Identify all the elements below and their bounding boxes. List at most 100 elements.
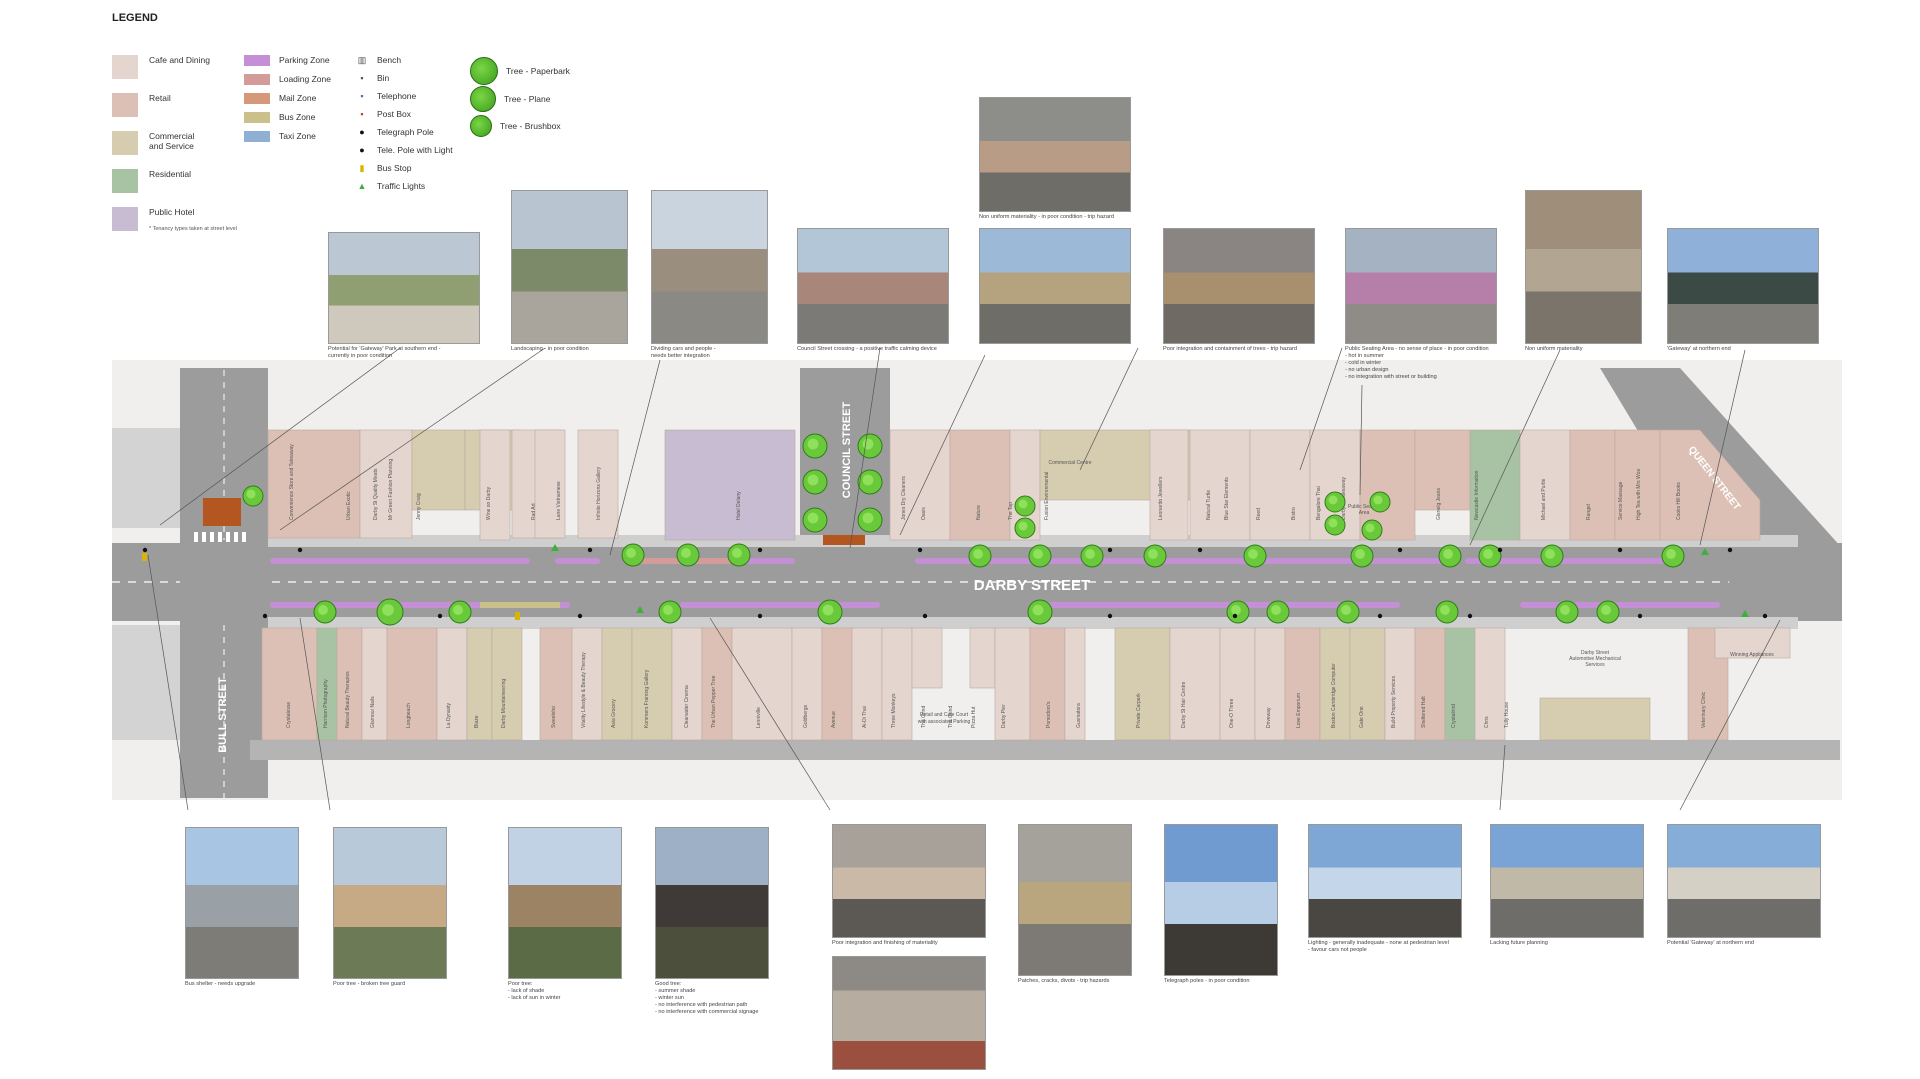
shop-name-label: Gate One [1359,706,1365,728]
traffic-lights-icon [551,544,559,551]
shop-name-label: Sheltered Halt [1421,696,1427,728]
shop-name-label: Lane Vietnamese [556,481,562,520]
shop-name-label: Chris [1484,716,1490,728]
south-building [969,627,996,689]
tree-highlight [1440,605,1450,615]
zone-swatch [244,93,270,104]
shop-name-label: The Grind [921,706,927,728]
tenancy-label: Public Hotel [149,207,195,217]
shop-name-label: Kommers Framing Gallery [644,669,650,728]
tree-icon [470,86,496,112]
south-building [386,627,438,741]
top-photo-caption: Dividing cars and people - needs better … [651,346,716,359]
top-photo-caption: Council Street crossing - a positive tra… [797,346,937,352]
bottom-photo-caption: Bus shelter - needs upgrade [185,981,256,987]
shop-name-label: The Tap [1008,502,1014,520]
leader-line [899,354,986,536]
tree-highlight [807,512,819,524]
telegraph-pole-icon [1107,547,1113,553]
shop-name-label: Darby Pier [1001,704,1007,728]
south-building [336,627,363,741]
top-photo [797,228,949,344]
bottom-photo-caption: Poor tree - broken tree guard [333,981,406,987]
tree-highlight [1248,549,1258,559]
symbol-label: Tele. Pole with Light [377,145,453,155]
traffic-lights-icon [1701,548,1709,555]
bus-zone [480,602,560,608]
shop-name-label: Cooks Hill Books [1676,482,1682,520]
bin-icon: ▪ [360,73,364,83]
tenancy-label: Residential [149,169,192,179]
tree-highlight [1666,549,1676,559]
south-building [491,627,523,741]
leader-line [1699,349,1746,546]
north-building [534,429,566,539]
south-building [791,627,823,741]
south-building [361,627,388,741]
top-photo-caption: Landscaping - in poor condition [511,346,589,352]
tree-label: Tree - Plane [504,94,551,104]
symbol-label: Bench [377,55,402,65]
tree-highlight [663,605,673,615]
tenancy-label: Cafe and Dining [149,55,210,65]
shop-name-label: Service Massage [1618,481,1624,520]
legend-symbol-item: ●Tele. Pole with Light [355,145,453,155]
legend-tenancy-item: Retail [112,93,171,117]
south-building [1064,627,1086,741]
leader-line [1679,619,1781,811]
tree-highlight [862,438,874,450]
shop-name-label: Wine on Darby [486,486,492,520]
leader-line [1079,347,1139,471]
shop-name-label: Nature [976,505,982,520]
bus-stop-icon [142,553,147,561]
tree-highlight [1231,605,1241,615]
crossing-stripe [234,532,238,542]
tree-highlight [807,474,819,486]
bottom-photo-caption: Poor tree: - lack of shade - lack of sun… [508,981,561,1001]
shop-name-label: Blaze [474,715,480,728]
south-building [1474,627,1506,741]
shop-name-label: One-O Three [1229,698,1235,728]
bottom-photo [508,827,622,979]
tree-highlight [1341,605,1351,615]
auto-services-label: Services [1585,662,1605,668]
top-photo-caption: Potential for 'Gateway' Park at southern… [328,346,441,359]
tree-highlight [822,604,834,616]
tree-highlight [318,605,328,615]
tree-highlight [1148,549,1158,559]
tenancy-swatch [112,169,138,193]
council-street-label: COUNCIL STREET [841,402,853,499]
legend-tenancy-item: Public Hotel [112,207,194,231]
bottom-photo [333,827,447,979]
tenancy-swatch [112,93,138,117]
tree-highlight [382,604,394,616]
tenancy-label: Retail [149,93,171,103]
zone-swatch [244,55,270,66]
telegraph-pole-icon [577,613,583,619]
top-photo [328,232,480,344]
top-photo-caption: 'Gateway' at northern end [1667,346,1731,352]
south-building [1219,627,1256,741]
tree-label: Tree - Paperbark [506,66,570,76]
shop-name-label: Longbeach [406,703,412,728]
tree-highlight [1560,605,1570,615]
bull-street-label: BULL STREET [217,677,229,753]
bottom-photo-caption: Poor integration and finishing of materi… [832,940,938,946]
parking-zone [1030,602,1400,608]
legend-symbol-item: ▲Traffic Lights [355,181,426,191]
bottom-photo [1667,824,1821,938]
shop-name-label: Bistro [1291,507,1297,520]
legend-tree-item: Tree - Brushbox [470,115,561,137]
tenancy-swatch [112,55,138,79]
bottom-photo-caption: Lacking future planning [1490,940,1548,946]
north-building [1149,429,1189,541]
north-building [411,429,466,511]
legend-zone-item: Mail Zone [244,93,316,104]
telegraph-pole-icon [1232,613,1238,619]
telegraph-pole-icon [757,613,763,619]
top-photo-caption: Non uniform materiality [1525,346,1583,352]
telegraph-pole-icon [917,547,923,553]
public-seating-label: Area [1359,510,1370,516]
north-building [479,429,511,541]
south-building [1029,627,1066,741]
